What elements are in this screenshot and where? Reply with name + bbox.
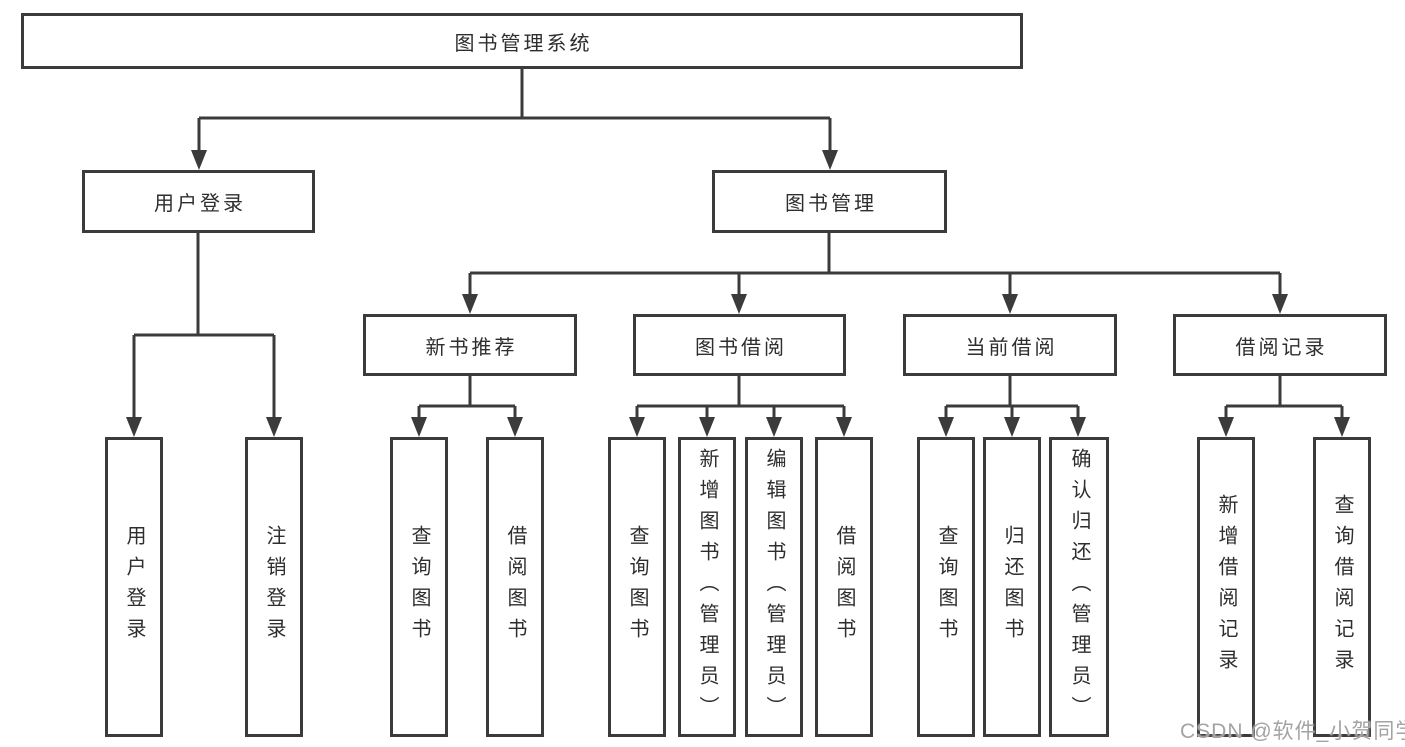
node-user-login: 用户登录 [82, 170, 315, 233]
node-root: 图书管理系统 [21, 13, 1023, 69]
node-book-borrowing-label: 图书借阅 [695, 336, 787, 359]
node-leaf-borrow-books-1-label: 借阅图书 [504, 525, 526, 649]
node-leaf-add-borrow-record: 新增借阅记录 [1197, 437, 1255, 737]
node-current-borrowing-label: 当前借阅 [965, 336, 1058, 359]
node-leaf-edit-book-admin: 编辑图书（管理员） [745, 437, 803, 737]
node-borrowing-records-label: 借阅记录 [1235, 336, 1328, 359]
node-leaf-confirm-return-admin-label: 确认归还（管理员） [1068, 447, 1090, 727]
node-leaf-query-borrow-record: 查询借阅记录 [1313, 437, 1371, 737]
node-leaf-user-login-label: 用户登录 [123, 525, 145, 649]
node-leaf-return-book: 归还图书 [983, 437, 1041, 737]
node-leaf-logout-label: 注销登录 [263, 525, 285, 649]
node-leaf-query-borrow-record-label: 查询借阅记录 [1331, 494, 1353, 680]
node-leaf-query-books-1-label: 查询图书 [408, 525, 430, 649]
node-book-borrowing: 图书借阅 [633, 314, 846, 376]
node-leaf-logout: 注销登录 [245, 437, 303, 737]
node-leaf-query-books-2: 查询图书 [608, 437, 666, 737]
csdn-watermark: CSDN @软件_小贺同学 [1180, 720, 1405, 743]
node-leaf-borrow-books-1: 借阅图书 [486, 437, 544, 737]
node-leaf-query-books-3-label: 查询图书 [935, 525, 957, 649]
node-new-book-recommend: 新书推荐 [363, 314, 577, 376]
node-leaf-add-book-admin-label: 新增图书（管理员） [696, 447, 718, 727]
node-current-borrowing: 当前借阅 [903, 314, 1117, 376]
node-book-management-label: 图书管理 [785, 193, 877, 215]
node-leaf-return-book-label: 归还图书 [1001, 525, 1023, 649]
node-borrowing-records: 借阅记录 [1173, 314, 1387, 376]
node-leaf-borrow-books-2: 借阅图书 [815, 437, 873, 737]
node-leaf-add-book-admin: 新增图书（管理员） [678, 437, 736, 737]
node-leaf-borrow-books-2-label: 借阅图书 [833, 525, 855, 649]
node-leaf-query-books-1: 查询图书 [390, 437, 448, 737]
node-leaf-query-books-3: 查询图书 [917, 437, 975, 737]
node-root-label: 图书管理系统 [454, 32, 593, 55]
node-leaf-query-books-2-label: 查询图书 [626, 525, 648, 649]
node-new-book-recommend-label: 新书推荐 [425, 336, 518, 359]
arrowheads [126, 150, 1350, 437]
node-book-management: 图书管理 [712, 170, 947, 233]
node-leaf-add-borrow-record-label: 新增借阅记录 [1215, 494, 1237, 680]
connector-lines [132, 69, 1344, 420]
node-leaf-edit-book-admin-label: 编辑图书（管理员） [763, 447, 785, 727]
node-leaf-confirm-return-admin: 确认归还（管理员） [1049, 437, 1109, 737]
node-user-login-label: 用户登录 [154, 193, 246, 215]
node-leaf-user-login: 用户登录 [105, 437, 163, 737]
